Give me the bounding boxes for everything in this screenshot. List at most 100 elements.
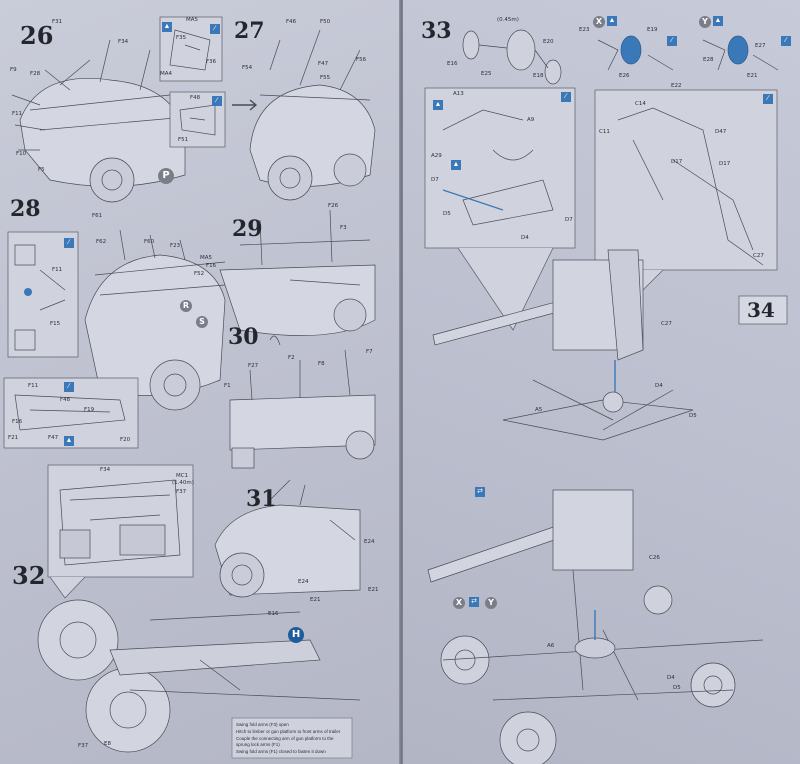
part-label: F3 [340, 225, 347, 231]
part-label: C11 [599, 129, 610, 135]
part-label: C26 [649, 555, 660, 561]
page-fold [399, 0, 404, 764]
paint-brush-icon: ∕ [667, 36, 677, 46]
part-label: E26 [619, 73, 630, 79]
part-label: F16 [206, 263, 217, 269]
part-label: F55 [320, 75, 331, 81]
part-label: F11 [52, 267, 63, 273]
paint-brush-icon: ∕ [64, 382, 74, 392]
part-label: E21 [747, 73, 758, 79]
badge-s: S [196, 316, 208, 328]
step-number-31: 31 [246, 486, 277, 512]
part-label: A6 [547, 643, 555, 649]
part-label: D4 [521, 235, 529, 241]
step-34-gun-lower [427, 489, 764, 764]
part-label: F7 [366, 349, 373, 355]
part-label: D4 [655, 383, 663, 389]
part-label: A13 [453, 91, 464, 97]
badge-y-lower: Y [485, 597, 497, 609]
part-label: E8 [104, 741, 111, 747]
step-33-drawing [462, 29, 779, 85]
part-label: F48 [190, 95, 201, 101]
part-label: F2 [288, 355, 295, 361]
part-label: E27 [755, 43, 766, 49]
part-label: A29 [431, 153, 442, 159]
part-label: C27 [661, 321, 672, 327]
part-label: F10 [16, 151, 27, 157]
step-27-drawing [249, 29, 376, 201]
part-label: F50 [320, 19, 331, 25]
part-label: F56 [356, 57, 367, 63]
glue-icon: ▲ [162, 22, 172, 32]
part-label: F31 [52, 19, 63, 25]
part-label: (0.45m) [497, 17, 519, 23]
instruction-page-right: 33 34 X Y X Y ▲ ▲ ∕ ∕ ▲ ∕ ▲ ∕ ⇄ ⇄ (0.45m… [403, 0, 800, 764]
part-label: E16 [447, 61, 458, 67]
part-label: E24 [298, 579, 309, 585]
step-number-30: 30 [228, 324, 259, 350]
paint-brush-icon: ∕ [212, 96, 222, 106]
part-label: F37 [78, 743, 89, 749]
glue-icon: ▲ [607, 16, 617, 26]
step-number-33: 33 [421, 18, 452, 44]
step-number-27: 27 [234, 18, 265, 44]
glue-icon: ▲ [713, 16, 723, 26]
part-label: MC1 [176, 473, 189, 479]
badge-p: P [158, 168, 174, 184]
part-label: E21 [310, 597, 321, 603]
part-label: F35 [176, 35, 187, 41]
paint-brush-icon: ∕ [561, 92, 571, 102]
part-label: F11 [12, 111, 23, 117]
step-30-drawing [229, 335, 376, 469]
right-page-drawings [424, 29, 788, 764]
arrow-to-27 [232, 99, 258, 111]
part-label: F21 [8, 435, 19, 441]
part-label: E25 [481, 71, 492, 77]
part-label: D7 [565, 217, 573, 223]
part-label: E19 [647, 27, 658, 33]
part-label: F16 [12, 419, 23, 425]
part-label: F28 [30, 71, 41, 77]
part-label: F52 [194, 271, 205, 277]
part-label: F47 [48, 435, 59, 441]
glue-icon: ▲ [64, 436, 74, 446]
part-label: E28 [703, 57, 714, 63]
step-28-drawing [84, 229, 226, 411]
step-34-inset-right [594, 89, 778, 271]
step-28-inset-top [7, 231, 79, 358]
part-label: D5 [673, 685, 681, 691]
badge-r: R [180, 300, 192, 312]
part-label: D4 [667, 675, 675, 681]
inset-part-frame [169, 29, 211, 71]
part-label: F60 [144, 239, 155, 245]
step-34-number-box [738, 295, 788, 325]
badge-x-lower: X [453, 597, 465, 609]
part-label: F5 [38, 167, 45, 173]
part-label: F1 [224, 383, 231, 389]
part-label: D5 [689, 413, 697, 419]
part-label: F19 [84, 407, 95, 413]
part-label: E20 [543, 39, 554, 45]
assembly-note: Swing fold arms (F1) closed to fasten it… [236, 749, 326, 754]
part-label: E24 [364, 539, 375, 545]
part-label: D17 [719, 161, 731, 167]
part-label: F27 [248, 363, 259, 369]
part-label: F9 [10, 67, 17, 73]
part-label: E21 [368, 587, 379, 593]
step-29-drawing [219, 209, 376, 336]
part-label: A9 [527, 117, 535, 123]
paint-brush-icon: ∕ [781, 36, 791, 46]
part-label: F34 [118, 39, 129, 45]
left-page-drawings [3, 16, 376, 759]
part-label: F11 [28, 383, 39, 389]
notes-box [231, 717, 353, 759]
step-number-32: 32 [12, 561, 46, 590]
part-label: A5 [535, 407, 543, 413]
part-label: F62 [96, 239, 107, 245]
part-label: F15 [50, 321, 61, 327]
part-label: D47 [715, 129, 727, 135]
part-label: MA4 [160, 71, 173, 77]
paint-brush-icon: ∕ [763, 94, 773, 104]
part-label: F34 [100, 467, 111, 473]
badge-h: H [288, 627, 304, 643]
